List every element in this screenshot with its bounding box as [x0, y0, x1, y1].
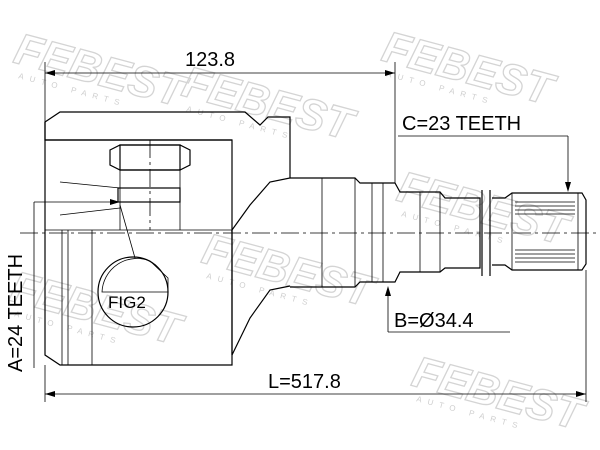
cone-line-lower: [59, 207, 121, 216]
watermark-7: FEBEST AUTO PARTS: [407, 347, 592, 441]
svg-text:FEBEST: FEBEST: [197, 224, 380, 317]
fig2-leader-line: [119, 204, 136, 259]
dim-b-arrow: [385, 286, 391, 296]
outer-housing: [44, 111, 291, 366]
dim-diameter: B=Ø34.4: [385, 286, 510, 333]
dim-spline-inner: A=24 TEETH: [5, 199, 120, 372]
housing-lower-cone: [231, 230, 291, 356]
fig2-hatch: [101, 258, 169, 293]
watermark-3: FEBEST AUTO PARTS: [377, 22, 562, 116]
svg-text:FEBEST: FEBEST: [377, 22, 560, 115]
inner-race-hatch: [117, 187, 181, 203]
watermark-4: FEBEST AUTO PARTS: [5, 262, 190, 356]
dim-l-arrow-right: [576, 391, 586, 397]
dim-c-value: C=23 TEETH: [402, 113, 521, 135]
dim-spline-outer: C=23 TEETH: [398, 113, 571, 192]
dim-top-length: 123.8: [44, 49, 396, 183]
fig2-label: FIG2: [108, 293, 146, 312]
inner-race: [59, 140, 191, 230]
svg-text:FEBEST: FEBEST: [5, 262, 188, 355]
dim-c-arrow: [565, 182, 571, 192]
spline-teeth: [515, 201, 575, 263]
dim-top-arrow-left: [45, 70, 55, 76]
fig2-detail: FIG2: [97, 204, 169, 328]
dim-l-arrow-left: [45, 391, 55, 397]
dim-a-arrow: [110, 199, 120, 205]
dim-top-arrow-right: [385, 70, 395, 76]
watermark-5: FEBEST AUTO PARTS: [197, 224, 382, 318]
watermark-6: FEBEST AUTO PARTS: [392, 162, 577, 256]
svg-text:FEBEST: FEBEST: [177, 57, 360, 150]
dim-l-value: L=517.8: [268, 371, 341, 393]
spline-end-outline: [492, 192, 587, 271]
svg-text:FEBEST: FEBEST: [9, 24, 192, 117]
dim-a-value: A=24 TEETH: [5, 254, 27, 372]
dim-top-value: 123.8: [185, 49, 235, 71]
shaft: [290, 177, 587, 288]
watermark-1: FEBEST AUTO PARTS: [9, 24, 194, 118]
cone-line-upper: [59, 181, 121, 189]
dim-total-length: L=517.8: [44, 270, 587, 402]
watermark-2: FEBEST AUTO PARTS: [177, 57, 362, 151]
dim-b-value: B=Ø34.4: [394, 310, 474, 332]
